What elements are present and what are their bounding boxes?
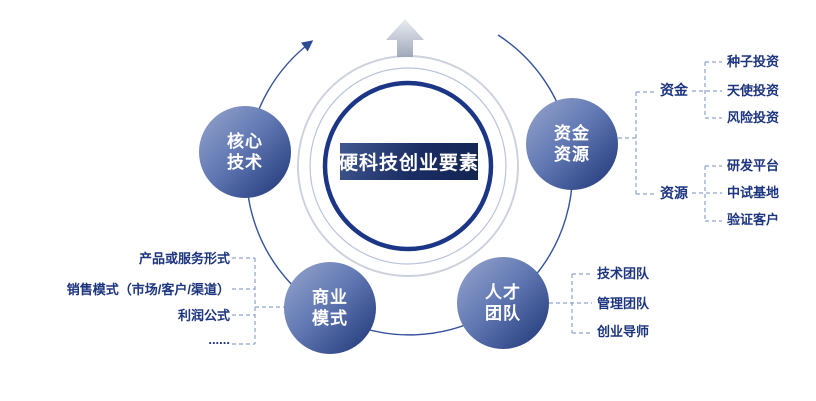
talent-item-startup-mentor: 创业导师 bbox=[597, 324, 650, 339]
business-item-ellipsis: ...... bbox=[208, 332, 230, 347]
talent-item-management-team: 管理团队 bbox=[597, 296, 650, 311]
dashed-connector-lines bbox=[232, 61, 722, 345]
capital-group-label: 资金 bbox=[660, 82, 688, 98]
resource-group-label: 资源 bbox=[660, 185, 688, 201]
node-business-model-line2: 模式 bbox=[312, 309, 348, 328]
center-title-box: 硬科技创业要素 bbox=[339, 143, 480, 180]
resource-item-rd-platform: 研发平台 bbox=[727, 158, 780, 173]
center-title: 硬科技创业要素 bbox=[339, 153, 480, 174]
node-business-model: 商业 模式 bbox=[284, 262, 376, 354]
up-arrow-icon bbox=[386, 19, 424, 57]
capital-item-angel: 天使投资 bbox=[727, 83, 780, 98]
node-business-model-line1: 商业 bbox=[312, 288, 348, 307]
resource-item-validation-customer: 验证客户 bbox=[727, 212, 780, 227]
business-item-sales-model: 销售模式（市场/客户/渠道） bbox=[66, 282, 230, 297]
capital-item-seed: 种子投资 bbox=[727, 54, 780, 69]
capital-item-venture: 风险投资 bbox=[727, 110, 780, 125]
node-talent-team-line1: 人才 bbox=[485, 283, 521, 302]
hub-middle-thin-ring bbox=[309, 67, 507, 265]
business-item-profit-formula: 利润公式 bbox=[177, 308, 230, 323]
node-core-tech-line1: 核心 bbox=[227, 132, 263, 151]
node-core-tech-line2: 技术 bbox=[227, 153, 263, 172]
node-capital-resources: 资金 资源 bbox=[526, 98, 618, 190]
node-capital-resources-line2: 资源 bbox=[554, 145, 590, 164]
talent-item-tech-team: 技术团队 bbox=[597, 266, 650, 281]
business-item-product-service-form: 产品或服务形式 bbox=[138, 251, 230, 266]
node-capital-resources-line1: 资金 bbox=[554, 124, 590, 143]
node-talent-team-line2: 团队 bbox=[485, 304, 521, 323]
resource-item-pilot-base: 中试基地 bbox=[727, 185, 780, 200]
node-talent-team: 人才 团队 bbox=[457, 257, 549, 349]
node-core-tech: 核心 技术 bbox=[199, 106, 291, 198]
